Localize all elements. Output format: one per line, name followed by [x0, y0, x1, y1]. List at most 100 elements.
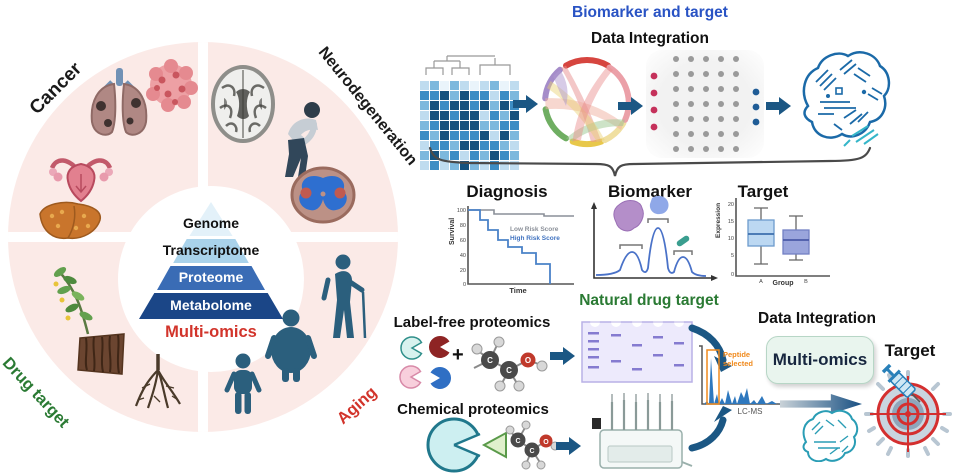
heatmap-cell	[430, 161, 439, 170]
boxplot-ylabel: Expression	[715, 203, 722, 238]
boxplot-xlabel: Group	[773, 280, 794, 287]
network-node	[718, 131, 724, 137]
network-node	[752, 118, 760, 126]
tissue-blob-purple	[613, 200, 644, 232]
arrow-icon	[766, 97, 791, 115]
network-node	[703, 71, 709, 77]
heatmap-cell	[460, 151, 469, 160]
heatmap-cell	[470, 161, 479, 170]
dendrogram	[425, 55, 511, 75]
svg-text:100: 100	[457, 208, 466, 214]
multiomics-caption: Multi-omics	[165, 323, 257, 341]
group-b-label: B	[804, 279, 808, 285]
heatmap-cell	[470, 91, 479, 100]
network-node	[703, 146, 709, 152]
heatmap-grid	[420, 81, 520, 170]
chord-diagram-icon	[542, 57, 632, 148]
heatmap-cell	[420, 161, 429, 170]
network-node	[650, 106, 658, 114]
heatmap-cell	[450, 111, 459, 120]
arrow-icon	[556, 437, 581, 455]
herb-icon	[53, 267, 93, 335]
biomarker-title: Biomarker	[607, 182, 693, 201]
network-node	[718, 146, 724, 152]
network-node	[718, 56, 724, 62]
svg-text:O: O	[525, 356, 531, 365]
heatmap-cell	[420, 91, 429, 100]
heatmap-cell	[430, 121, 439, 130]
heatmap-cell	[450, 151, 459, 160]
legend-low-risk: Low Risk Score	[510, 226, 559, 233]
heatmap-cell	[510, 111, 519, 120]
heatmap-cell	[450, 161, 459, 170]
heatmap-cell	[460, 101, 469, 110]
heatmap-cell	[490, 101, 499, 110]
network-node	[752, 103, 760, 111]
svg-text:C: C	[487, 356, 493, 365]
heatmap-cell	[480, 101, 489, 110]
section-subtitle-data-integration: Data Integration	[591, 30, 709, 47]
network-node	[673, 71, 679, 77]
svg-text:C: C	[529, 448, 534, 455]
proteome-label: Proteome	[178, 269, 244, 285]
multiomics-wheel: Genome Transcriptome Proteome Metabolome…	[8, 42, 398, 432]
peptide-note: Peptide	[723, 350, 750, 359]
curly-brace	[428, 146, 872, 177]
heatmap-cell	[480, 131, 489, 140]
roots-icon	[134, 354, 181, 409]
heatmap-cell	[450, 141, 459, 150]
network-node	[718, 116, 724, 122]
metabolome-label: Metabolome	[170, 297, 252, 313]
heatmap-cell	[480, 111, 489, 120]
network-node	[673, 101, 679, 107]
dartboard-icon	[864, 363, 952, 458]
heatmap-cell	[500, 141, 509, 150]
integration-title-bottom: Data Integration	[758, 310, 876, 327]
heatmap-cell	[500, 121, 509, 130]
heatmap-cell	[460, 161, 469, 170]
autosampler-icon	[592, 393, 693, 469]
network-node	[733, 71, 739, 77]
hunched-person-icon	[285, 102, 320, 177]
heatmap-cell	[420, 141, 429, 150]
label-free-proteomics-title: Label-free proteomics	[393, 314, 551, 331]
chromatogram-chart	[591, 195, 718, 281]
network-node	[733, 131, 739, 137]
molecule-icon: C C O	[471, 336, 548, 392]
heatmap-cell	[510, 91, 519, 100]
curved-arrow-up-icon	[688, 406, 732, 452]
section-title-biomarker-target: Biomarker and target	[572, 4, 728, 21]
heatmap-cell	[460, 111, 469, 120]
network-node	[673, 131, 679, 137]
heatmap-cell	[420, 81, 429, 90]
section-title-natural-drug-target: Natural drug target	[579, 292, 719, 309]
pyramid-tier-genome: Genome	[121, 202, 301, 236]
svg-text:selected: selected	[723, 359, 753, 368]
brain-mri-icon	[211, 65, 275, 143]
network-node	[718, 101, 724, 107]
heatmap-cell	[500, 161, 509, 170]
network-node	[688, 101, 694, 107]
ai-brain-small-icon	[802, 409, 859, 462]
heatmap-cell	[470, 151, 479, 160]
network-node	[688, 71, 694, 77]
neural-network-icon	[646, 50, 764, 158]
network-node	[718, 71, 724, 77]
network-node	[733, 116, 739, 122]
child-icon	[224, 353, 262, 414]
network-node	[673, 86, 679, 92]
pyramid-tier-proteome: Proteome	[121, 266, 301, 290]
heatmap-cell	[440, 91, 449, 100]
boxplot-chart: 20 15 10 5 0 Expression A Group B	[715, 198, 830, 287]
network-node	[733, 101, 739, 107]
heatmap-icon	[420, 52, 520, 170]
lcms-axis-label: LC-MS	[738, 407, 763, 416]
network-node	[718, 86, 724, 92]
target-title: Target	[737, 182, 789, 201]
network-node	[650, 72, 658, 80]
heatmap-cell	[460, 141, 469, 150]
heatmap-cell	[480, 121, 489, 130]
heatmap-cell	[470, 81, 479, 90]
survival-xlabel: Time	[509, 286, 526, 295]
heatmap-cell	[440, 161, 449, 170]
